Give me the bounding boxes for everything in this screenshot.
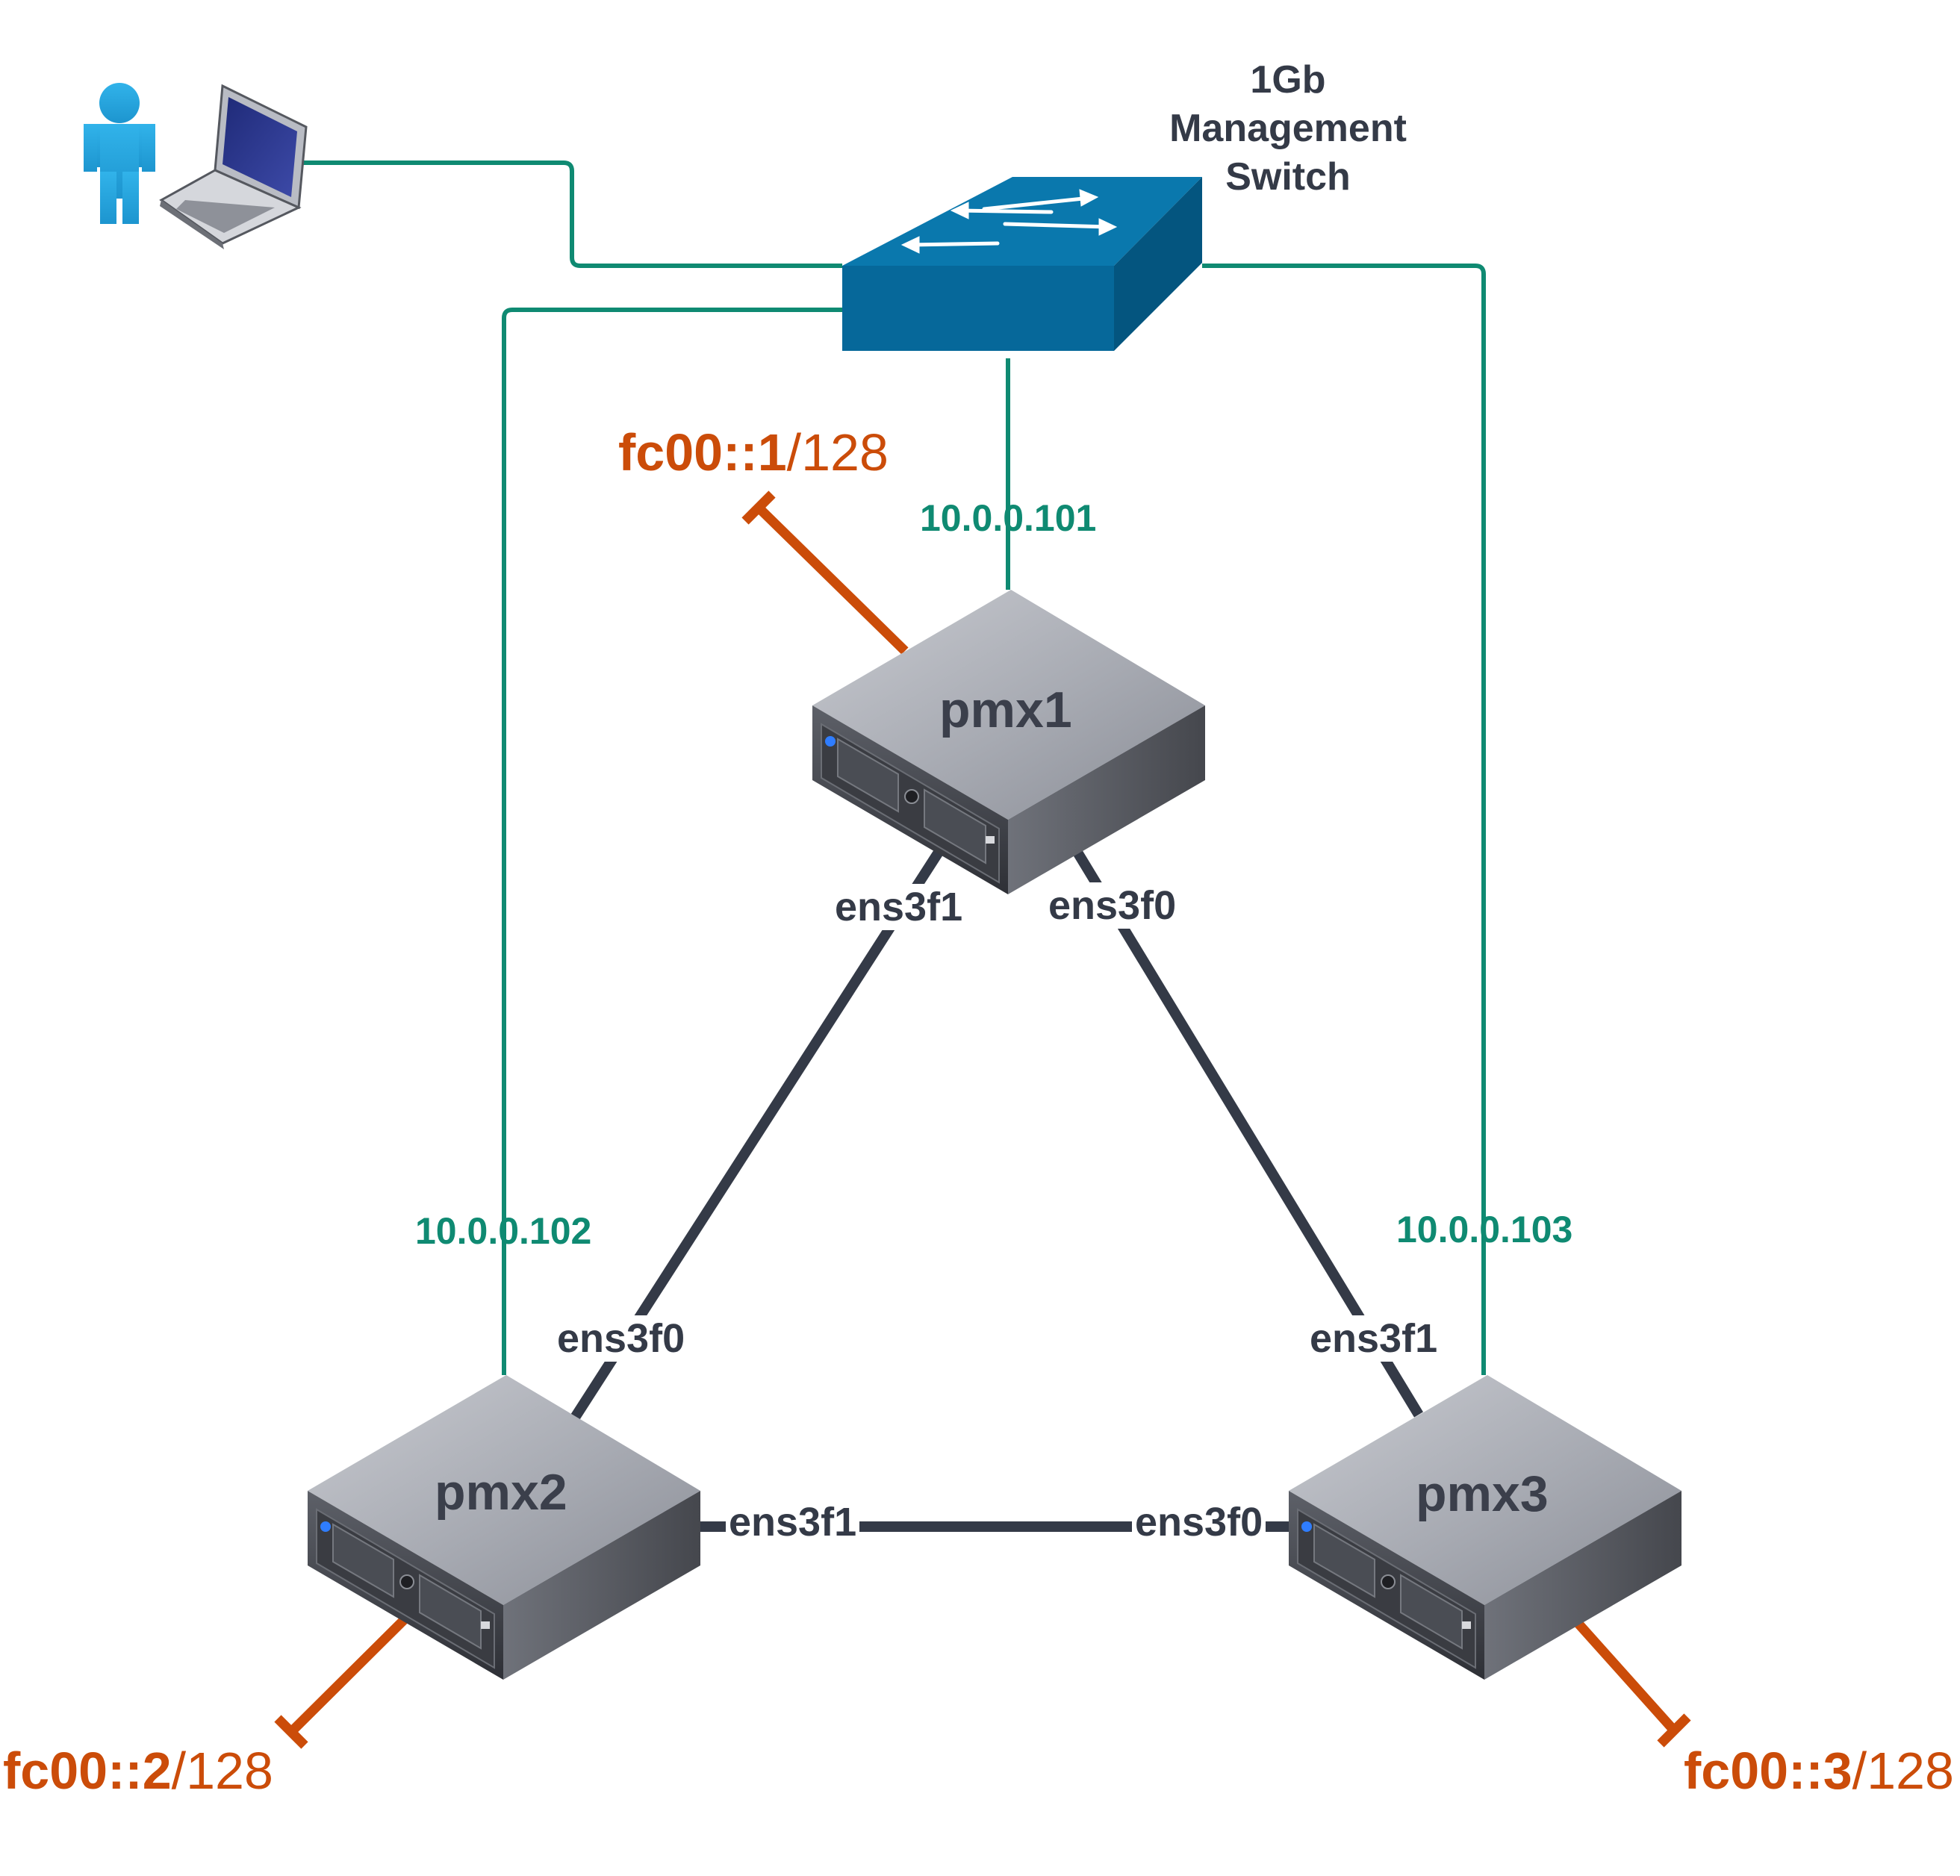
iface-pmx1-ens3f1: ens3f1 [832, 884, 966, 930]
mgmt-ip-pmx1: 10.0.0.101 [920, 497, 1097, 539]
switch-title: 1Gb Management Switch [1120, 56, 1456, 202]
ipv6-stub-pmx1 [755, 504, 909, 655]
mgmt-ip-pmx3: 10.0.0.103 [1396, 1209, 1573, 1250]
ipv6-pmx1-prefix: /128 [786, 423, 889, 482]
iface-pmx3-ens3f0: ens3f0 [1132, 1499, 1266, 1545]
iface-pmx2-ens3f0: ens3f0 [554, 1315, 688, 1362]
laptop-icon [159, 84, 308, 249]
node-name-pmx1: pmx1 [939, 682, 1072, 738]
mgmt-link-pmx3 [1202, 264, 1486, 1375]
server-pmx2 [308, 1375, 700, 1680]
switch-title-line-3: Switch [1225, 155, 1351, 199]
ipv6-stub-pmx2 [287, 1612, 411, 1736]
iface-pmx3-ens3f1: ens3f1 [1307, 1315, 1441, 1362]
ipv6-pmx1: fc00::1/128 [618, 423, 889, 482]
mgmt-link-pmx2 [502, 308, 842, 1375]
network-switch-icon [842, 177, 1202, 351]
ipv6-stub-pmx3-cap [1657, 1713, 1691, 1748]
mgmt-ip-pmx2: 10.0.0.102 [415, 1210, 592, 1252]
switch-title-line-1: 1Gb [1250, 58, 1326, 102]
iface-pmx2-ens3f1: ens3f1 [726, 1499, 860, 1545]
user-icon [84, 83, 155, 224]
management-links [302, 161, 1486, 1375]
ipv6-pmx2: fc00::2/128 [3, 1741, 273, 1801]
server-pmx1 [812, 590, 1205, 894]
ipv6-stub-pmx2-cap [274, 1715, 308, 1749]
ipv6-stubs [274, 490, 1691, 1749]
node-name-pmx3: pmx3 [1416, 1465, 1549, 1522]
ipv6-pmx3-address: fc00::3 [1684, 1742, 1852, 1800]
ipv6-pmx3-prefix: /128 [1852, 1742, 1954, 1800]
server-pmx3 [1289, 1375, 1681, 1680]
switch-title-line-2: Management [1169, 107, 1407, 150]
node-name-pmx2: pmx2 [435, 1464, 567, 1521]
ipv6-pmx2-prefix: /128 [171, 1742, 273, 1800]
ipv6-stub-pmx1-cap [741, 490, 776, 525]
ipv6-stub-pmx3 [1575, 1620, 1678, 1734]
mgmt-link-laptop [302, 161, 842, 268]
ipv6-pmx2-address: fc00::2 [3, 1742, 172, 1800]
ipv6-pmx3: fc00::3/128 [1684, 1741, 1954, 1801]
iface-pmx1-ens3f0: ens3f0 [1045, 882, 1180, 929]
ipv6-pmx1-address: fc00::1 [618, 423, 787, 482]
ring-links [567, 848, 1423, 1532]
